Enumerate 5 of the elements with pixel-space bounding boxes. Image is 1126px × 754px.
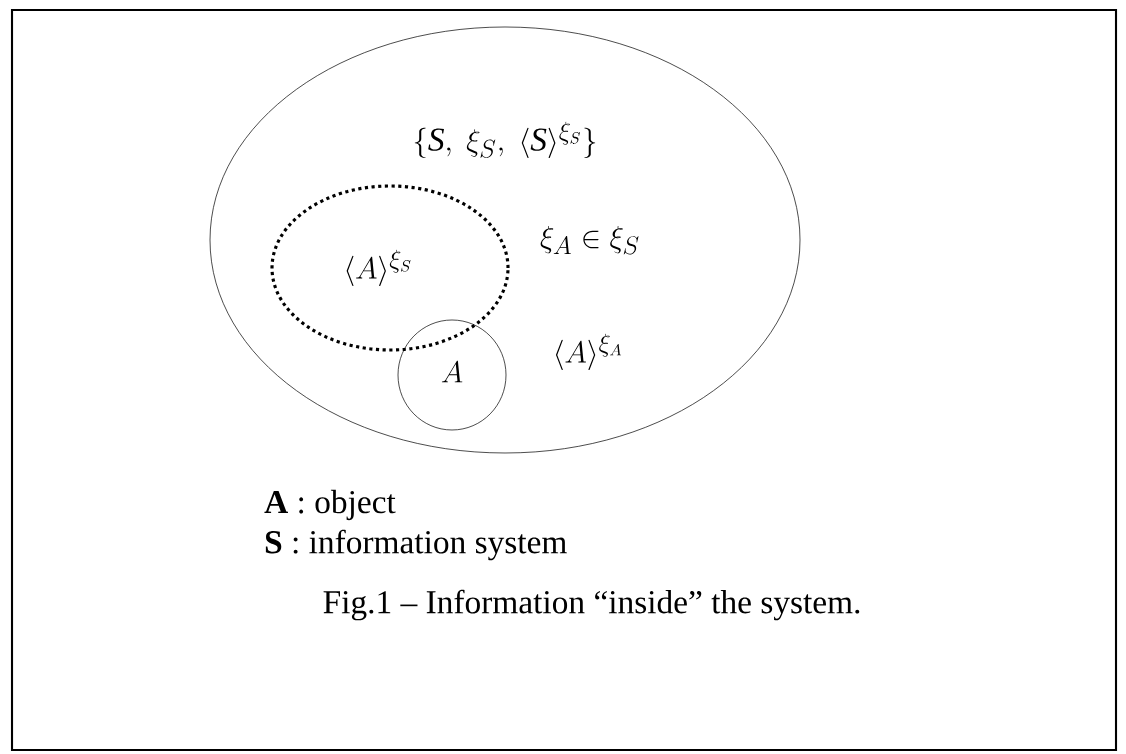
- legend-entry: A : object: [264, 489, 396, 521]
- figure-caption: Fig.1 – Information “inside” the system.: [323, 589, 860, 621]
- legend-entry: S : information system: [265, 529, 567, 561]
- membership-formula: $\xi_{A}\in\xi_{S}$: [540, 226, 639, 255]
- information-formula: $\langle A\rangle^{\xi_{A}}$: [556, 333, 622, 371]
